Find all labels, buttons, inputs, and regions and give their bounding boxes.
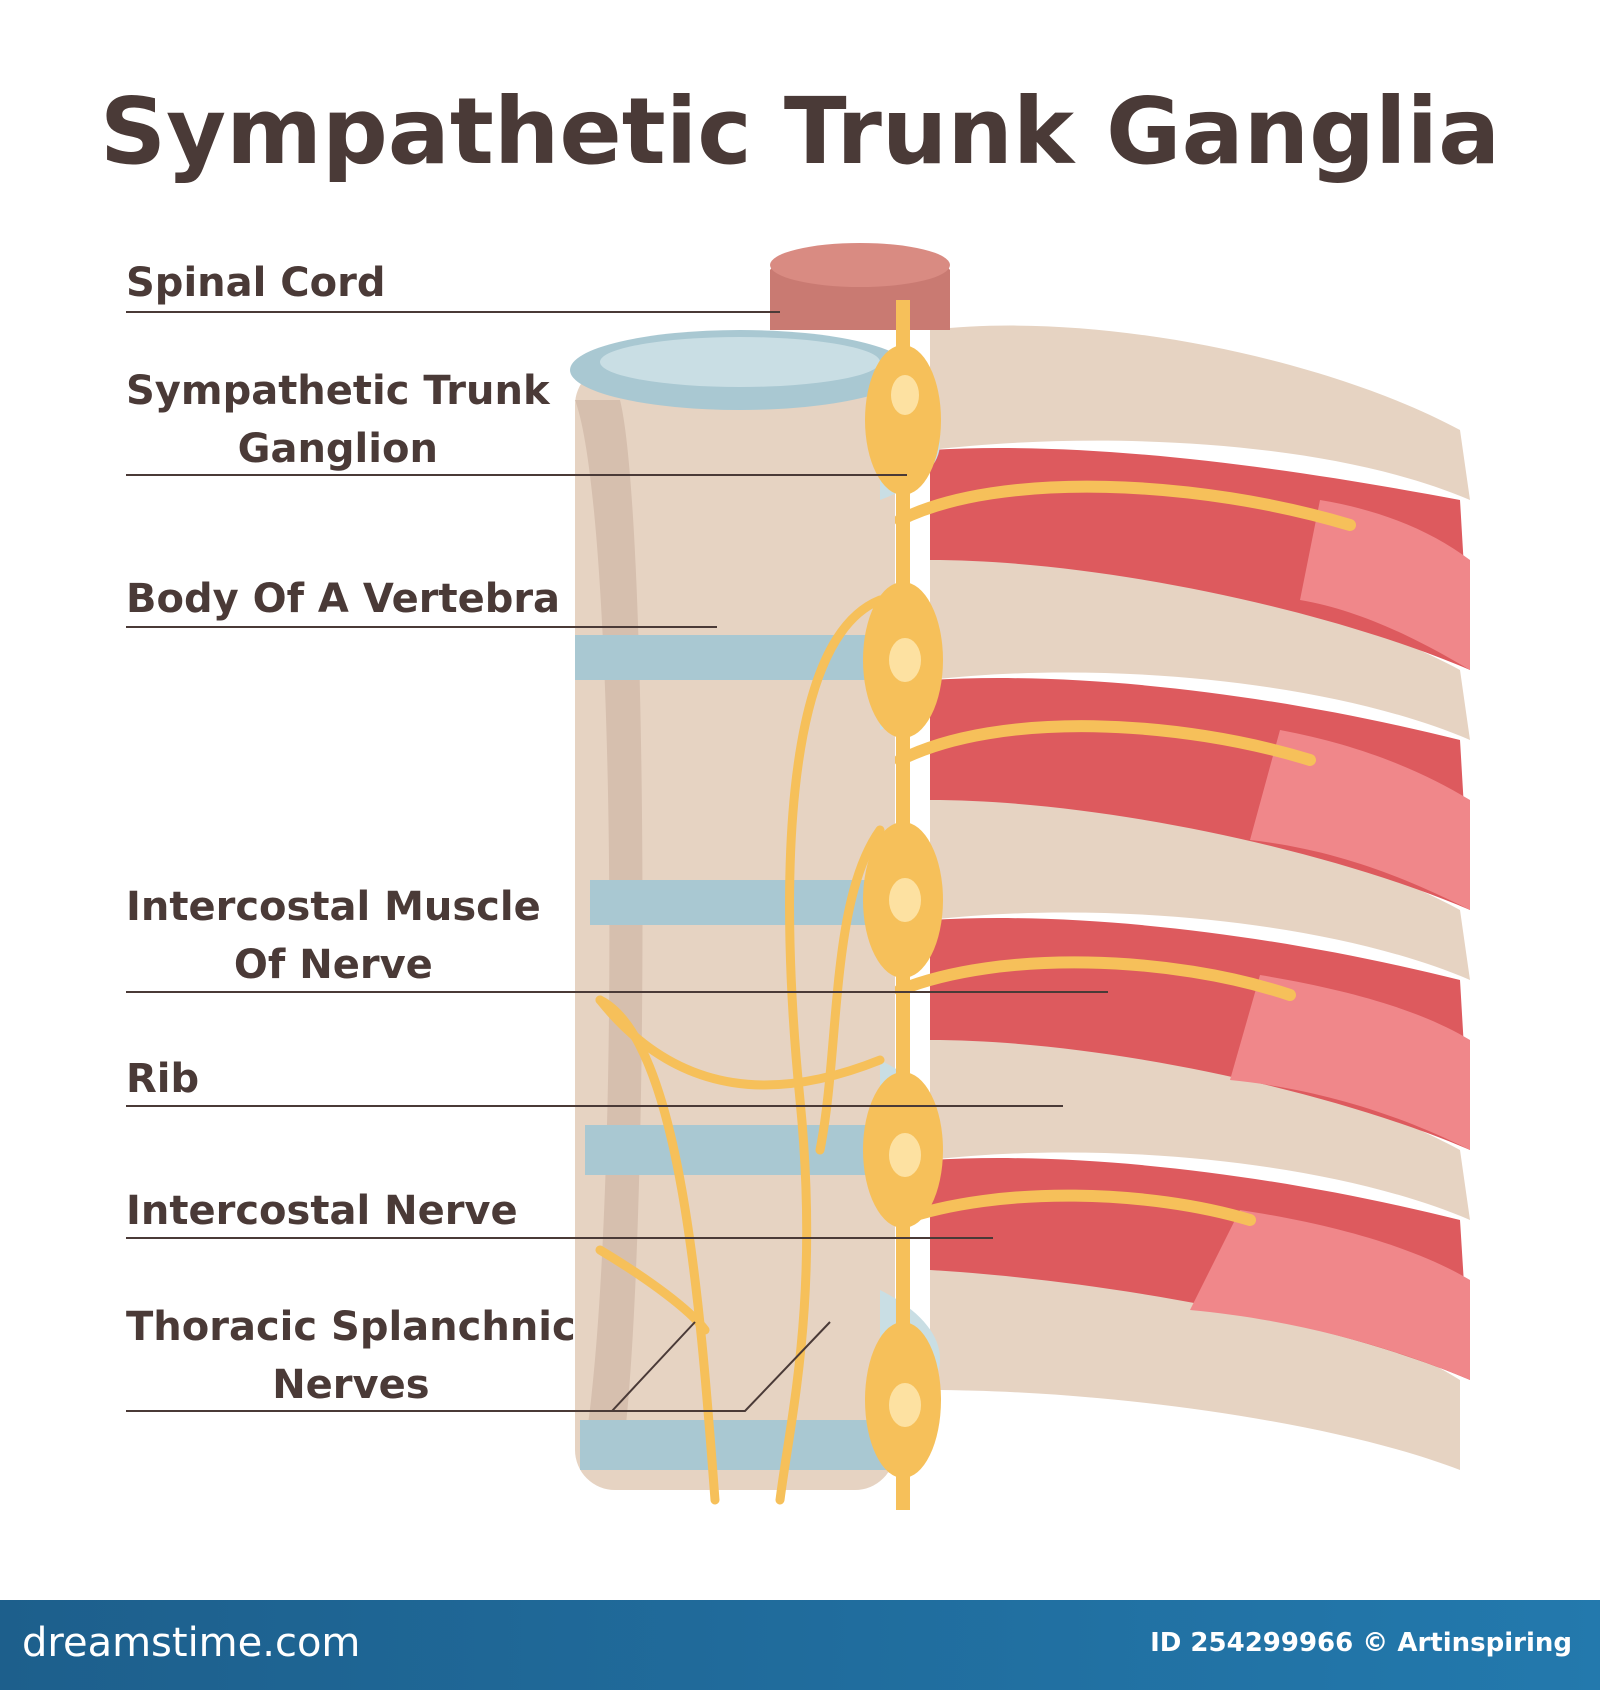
rib-2 [930, 556, 1470, 740]
brand-logo: dreamstime.com [22, 1620, 361, 1666]
label-intercostal-nerve: Intercostal Nerve [126, 1188, 518, 1234]
diagram-title: Sympathetic Trunk Ganglia [99, 78, 1501, 185]
rib-3 [930, 796, 1470, 980]
label-sympathetic-trunk-ganglion: Sympathetic Trunk Ganglion [126, 368, 550, 472]
ribs [930, 325, 1470, 1470]
label-rib: Rib [126, 1056, 200, 1102]
rib-4 [930, 1036, 1470, 1220]
label-thoracic-splanchnic-nerves: Thoracic Splanchnic Nerves [126, 1304, 576, 1408]
splanchnic-nerves [595, 595, 885, 1505]
disc-1 [575, 635, 895, 680]
rib-5 [930, 1265, 1460, 1470]
image-credit: ID 254299966 © Artinspiring [1150, 1628, 1572, 1658]
label-spinal-cord: Spinal Cord [126, 260, 386, 306]
disc-4 [580, 1420, 895, 1470]
leader-lines [126, 311, 1108, 1412]
watermark-footer: dreamstime.com ID 254299966 © Artinspiri… [0, 1600, 1600, 1690]
intercostal-muscles [930, 448, 1470, 1380]
label-body-of-vertebra: Body Of A Vertebra [126, 576, 561, 622]
disc-3 [585, 1125, 895, 1175]
label-intercostal-muscle: Intercostal Muscle Of Nerve [126, 884, 541, 988]
spine-illustration [126, 243, 1470, 1510]
rib-1 [930, 325, 1470, 500]
intercostal-nerves [894, 480, 1356, 1226]
sympathetic-trunk [863, 300, 943, 1510]
ganglion-1 [865, 345, 941, 495]
vertebral-column [570, 243, 950, 1490]
